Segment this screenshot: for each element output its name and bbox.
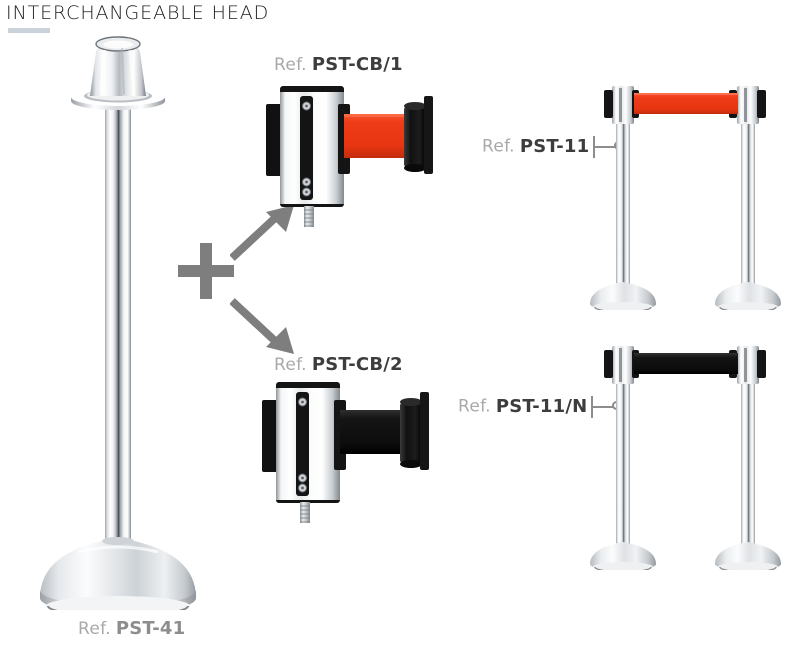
- product-belt-head-black: [258, 378, 458, 526]
- leader-vertical: [593, 136, 596, 158]
- leader-horizontal: [593, 406, 614, 408]
- ref-code-pst-cb-2: PST-CB/2: [311, 354, 403, 375]
- ref-code-pst-41: PST-41: [115, 618, 186, 639]
- product-assembly-black-pair: [578, 340, 793, 573]
- page-header: INTERCHANGEABLE HEAD: [6, 2, 269, 33]
- product-belt-head-red: [262, 82, 462, 230]
- ref-prefix: Ref.: [78, 619, 111, 639]
- label-ref-post: Ref.PST-41: [78, 620, 185, 638]
- page-title: INTERCHANGEABLE HEAD: [6, 2, 270, 24]
- plus-sign-icon: [178, 243, 234, 299]
- product-chrome-stanchion-post: [18, 30, 218, 617]
- ref-code-pst-cb-1: PST-CB/1: [311, 54, 403, 75]
- label-ref-head-red: Ref.PST-CB/1: [274, 56, 403, 74]
- ref-code-pst-11-n: PST-11/N: [495, 395, 588, 417]
- label-ref-head-black: Ref.PST-CB/2: [274, 356, 403, 374]
- title-accent-bar: [8, 28, 50, 33]
- ref-prefix: Ref.: [274, 55, 307, 75]
- product-assembly-red-pair: [578, 80, 793, 313]
- ref-code-pst-11: PST-11: [519, 135, 590, 157]
- ref-prefix: Ref.: [482, 136, 515, 157]
- leader-horizontal: [595, 146, 616, 148]
- arrow-down-right-icon: [229, 298, 296, 359]
- ref-prefix: Ref.: [458, 396, 491, 417]
- ref-prefix: Ref.: [274, 355, 307, 375]
- arrow-up-right-icon: [229, 205, 296, 266]
- leader-vertical: [591, 396, 594, 418]
- plus-vertical-bar: [200, 243, 212, 299]
